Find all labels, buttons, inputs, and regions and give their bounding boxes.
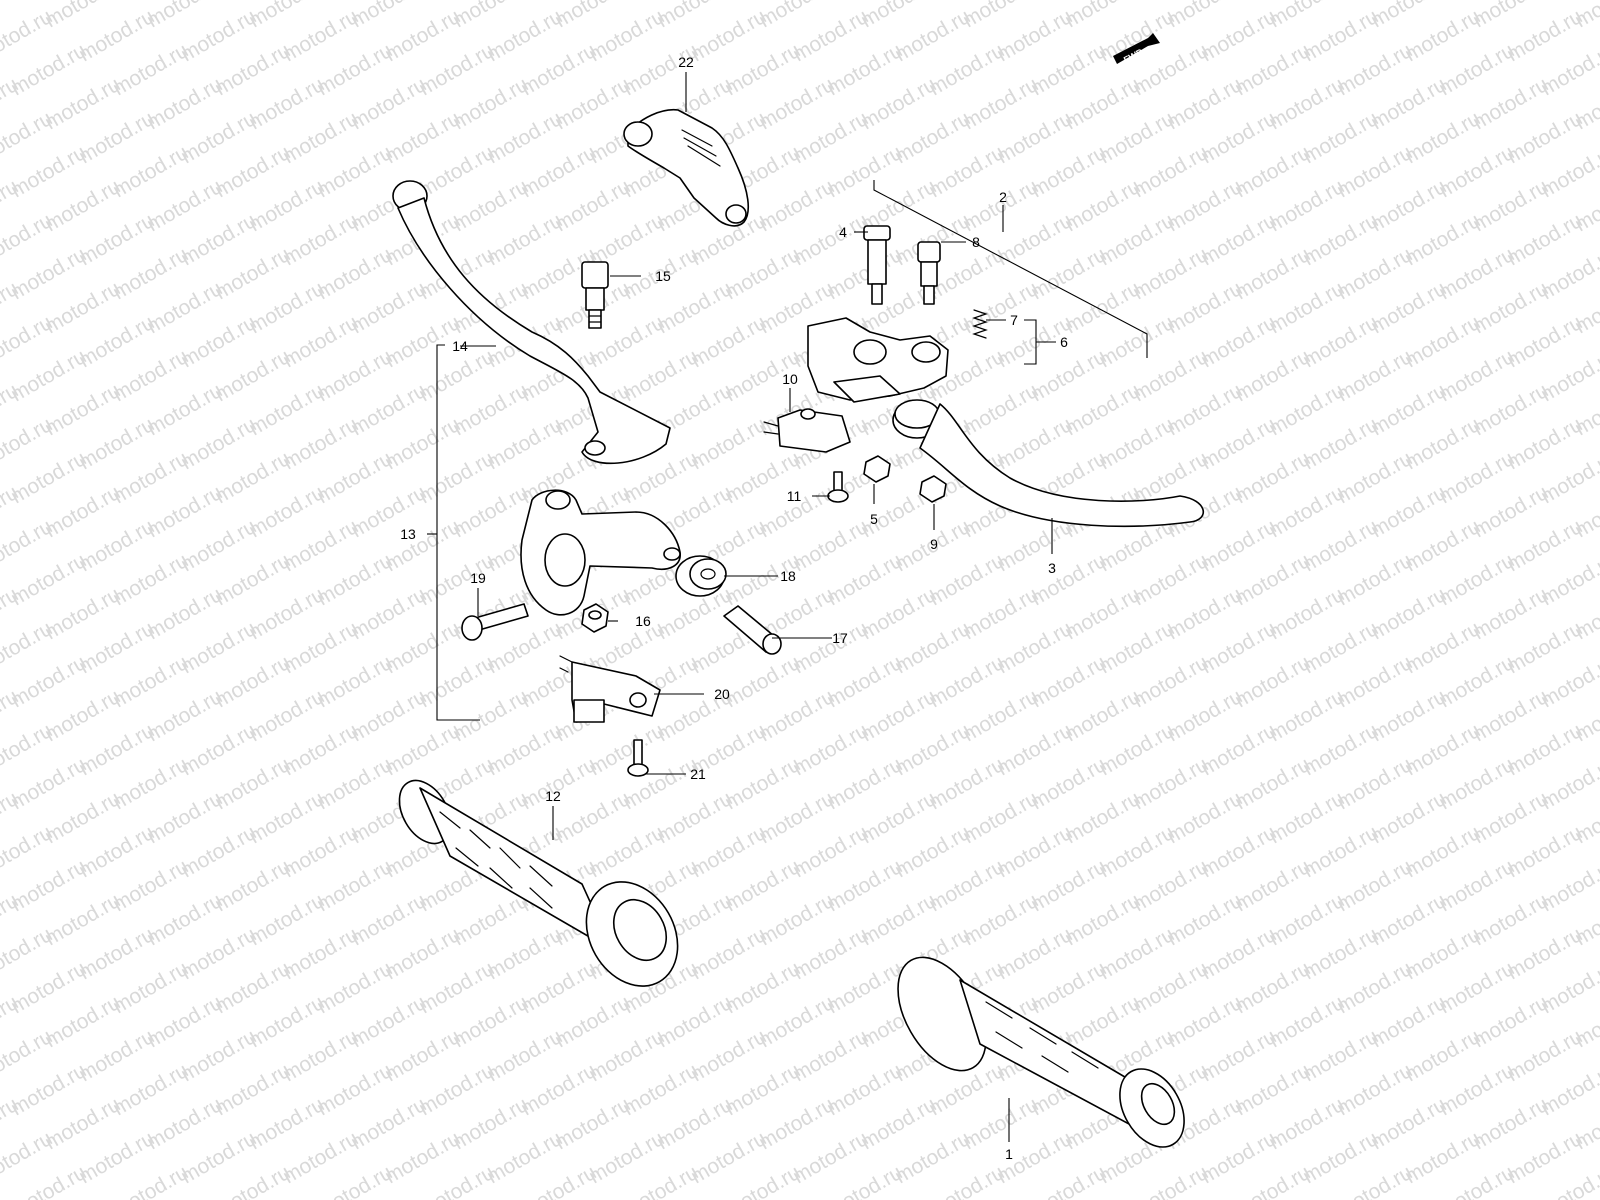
- callout-21: 21: [690, 766, 706, 782]
- part-5-nut: [863, 455, 891, 483]
- callout-10: 10: [782, 371, 798, 387]
- part-18-adjuster: [675, 555, 727, 597]
- bracket-6: [1024, 319, 1037, 365]
- callout-6: 6: [1060, 334, 1068, 350]
- callout-16: 16: [635, 613, 651, 629]
- part-2-bracket: [873, 180, 1148, 358]
- callout-15: 15: [655, 268, 671, 284]
- callout-20: 20: [714, 686, 730, 702]
- callout-12: 12: [545, 788, 561, 804]
- part-13-perch: [520, 489, 681, 616]
- part-6-holder: [807, 317, 949, 403]
- fwd-arrow-icon: FWD: [1113, 33, 1160, 65]
- callout-7: 7: [1010, 312, 1018, 328]
- part-4-bolt: [863, 225, 891, 305]
- part-7-spring: [972, 309, 988, 339]
- part-8-bolt: [917, 241, 941, 305]
- callout-22: 22: [678, 54, 694, 70]
- callout-5: 5: [870, 511, 878, 527]
- watermark-text: motod.ru: [0, 1195, 22, 1200]
- callout-2: 2: [999, 189, 1007, 205]
- part-1-right-grip: [897, 956, 1185, 1148]
- part-21-screw: [627, 739, 649, 777]
- part-11-screw: [827, 471, 849, 503]
- part-17-adjuster-bolt: [723, 605, 782, 655]
- part-3-brake-lever: [892, 399, 1205, 528]
- callout-4: 4: [839, 224, 847, 240]
- callout-8: 8: [972, 234, 980, 250]
- callout-18: 18: [780, 568, 796, 584]
- callout-11: 11: [787, 488, 802, 504]
- bracket-13: [436, 344, 480, 721]
- part-14-left-lever: [392, 180, 671, 465]
- part-22-cover: [623, 108, 750, 227]
- part-12-left-grip: [398, 779, 679, 987]
- leader-lines: [460, 72, 1056, 1142]
- part-10-switch: [763, 408, 851, 453]
- part-15-pivot-bolt: [581, 261, 609, 329]
- callout-14: 14: [452, 338, 468, 354]
- callout-9: 9: [930, 536, 938, 552]
- callout-1: 1: [1005, 1146, 1013, 1162]
- part-9-nut: [919, 475, 947, 503]
- callout-19: 19: [470, 570, 486, 586]
- part-16-nut: [581, 603, 609, 633]
- part-20-switch: [559, 655, 661, 723]
- callout-3: 3: [1048, 560, 1056, 576]
- callout-17: 17: [832, 630, 848, 646]
- part-19-bolt: [461, 603, 529, 641]
- callout-13: 13: [400, 526, 416, 542]
